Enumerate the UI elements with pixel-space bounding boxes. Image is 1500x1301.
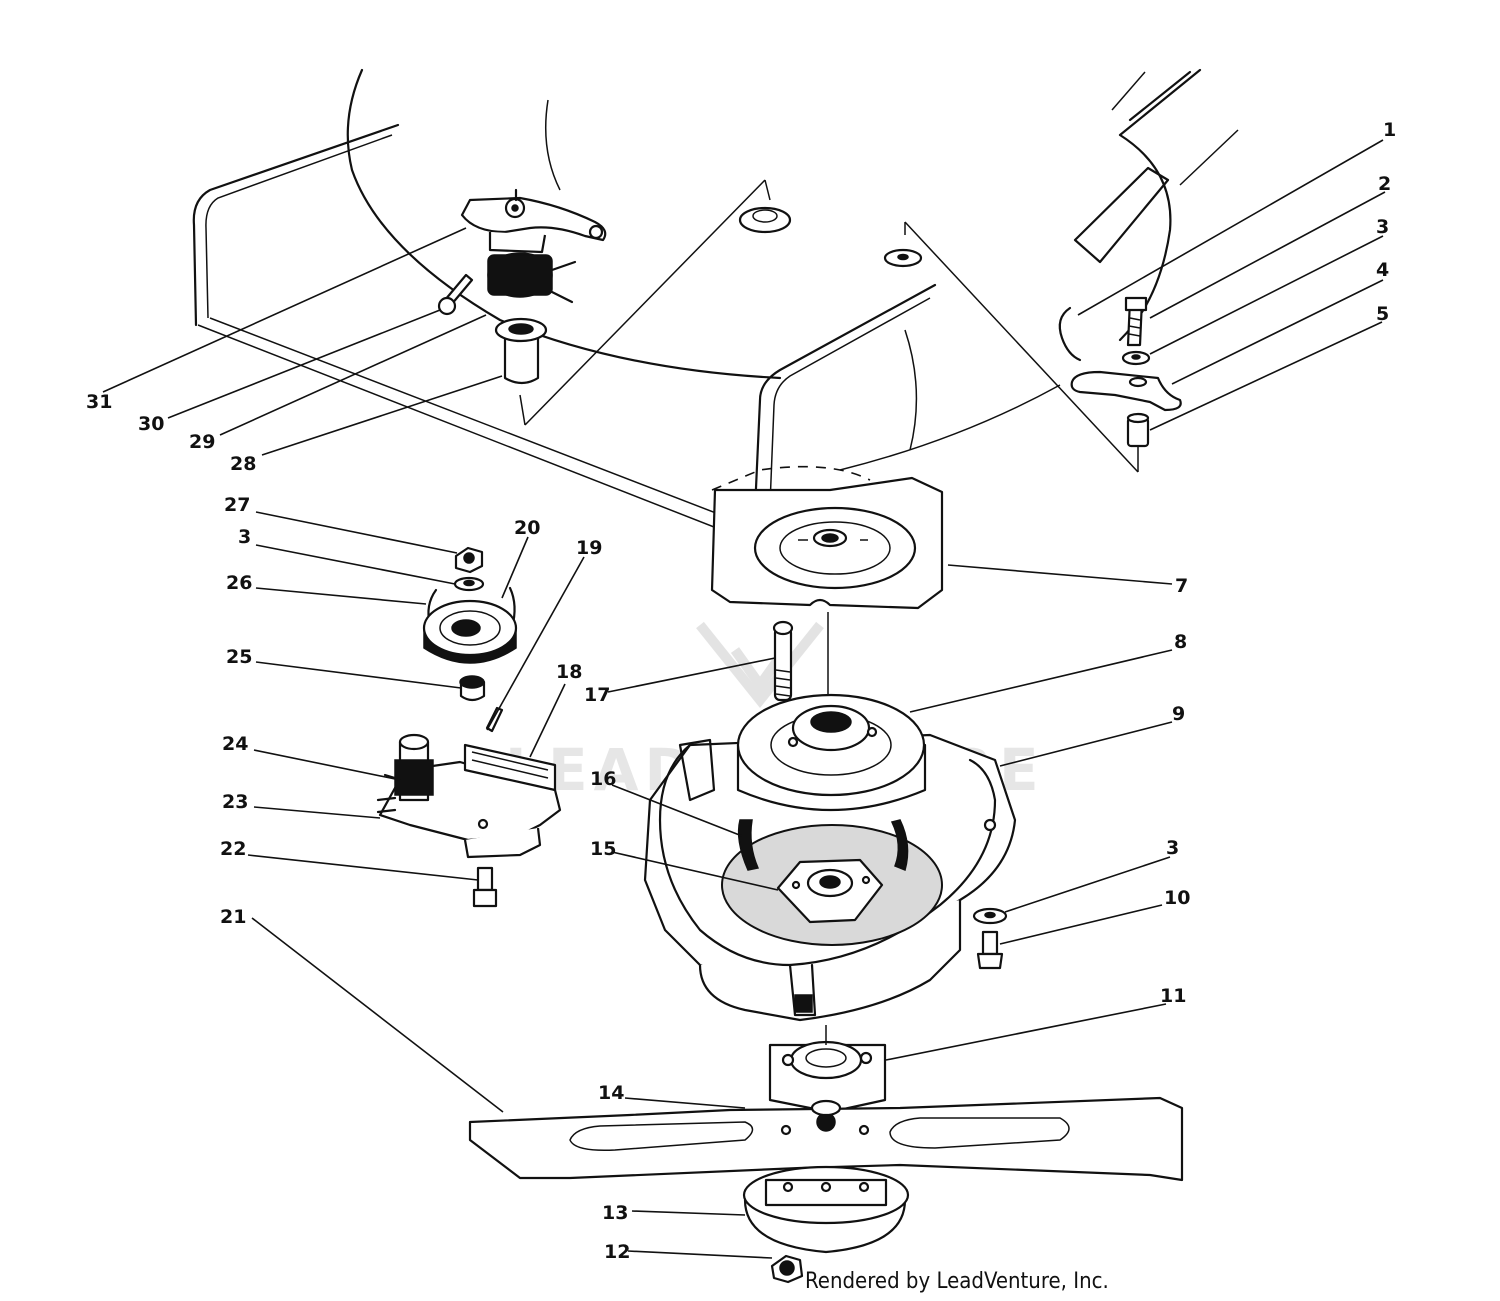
spring-29 [487, 252, 577, 304]
callout-31: 31 [86, 391, 112, 413]
callout-14: 14 [598, 1082, 624, 1104]
callout-13: 13 [602, 1202, 628, 1224]
callout-24: 24 [222, 733, 248, 755]
hub-11 [768, 1025, 887, 1114]
credit-text: Rendered by LeadVenture, Inc. [805, 1269, 1109, 1294]
callout-8: 8 [1174, 631, 1187, 653]
bolt-22 [472, 866, 498, 908]
callout-30: 30 [138, 413, 164, 435]
adapter-13 [742, 1165, 910, 1254]
callout-28: 28 [230, 453, 256, 475]
bearing-15 [776, 858, 884, 924]
bolt-2 [1124, 296, 1148, 347]
nut-27 [454, 546, 484, 574]
watermark-logo [696, 621, 824, 709]
deck-bushing [738, 206, 792, 234]
pin-17 [772, 612, 829, 702]
plate-7 [710, 465, 944, 610]
shield-18 [463, 743, 557, 792]
blade-21 [468, 1096, 1184, 1182]
callout-2: 2 [1378, 173, 1391, 195]
bushing-28 [494, 317, 548, 385]
washer-14 [810, 1099, 842, 1117]
washer-3-left [453, 576, 485, 592]
deck-washer [883, 248, 923, 268]
washer-3 [1121, 350, 1151, 366]
callout-3c: 3 [238, 526, 251, 548]
callout-17: 17 [584, 684, 610, 706]
callout-23: 23 [222, 791, 248, 813]
callout-18: 18 [556, 661, 582, 683]
deck-housing [192, 68, 1239, 546]
callout-29: 29 [189, 431, 215, 453]
clutch-8 [736, 693, 927, 812]
pulley-26 [422, 599, 518, 664]
washer-3-right [972, 907, 1008, 925]
bolt-19 [485, 706, 504, 733]
callout-15: 15 [590, 838, 616, 860]
callout-22: 22 [220, 838, 246, 860]
bolt-30 [437, 273, 474, 316]
callout-27: 27 [224, 494, 250, 516]
callout-3b: 3 [1166, 837, 1179, 859]
callout-3: 3 [1376, 216, 1389, 238]
callout-1: 1 [1383, 119, 1396, 141]
callout-11: 11 [1160, 985, 1186, 1007]
callout-20: 20 [514, 517, 540, 539]
spring-24 [383, 733, 434, 802]
spacer-5 [1126, 412, 1150, 448]
idler-arm-31 [460, 188, 607, 254]
callout-labels: 1 2 3 4 5 7 8 9 3 10 11 14 13 12 17 16 1… [86, 119, 1396, 1263]
leader-lines [102, 139, 1386, 1259]
nut-12 [770, 1254, 804, 1284]
callout-21: 21 [220, 906, 246, 928]
callout-5: 5 [1376, 303, 1389, 325]
ring-1 [1058, 306, 1082, 362]
callout-16: 16 [590, 768, 616, 790]
callout-26: 26 [226, 572, 252, 594]
callout-25: 25 [226, 646, 252, 668]
bolt-10 [976, 930, 1004, 970]
arm-4 [1070, 370, 1182, 412]
callout-4: 4 [1376, 259, 1389, 281]
bushing-25 [459, 675, 486, 702]
callout-12: 12 [604, 1241, 630, 1263]
callout-10: 10 [1164, 887, 1190, 909]
callout-7: 7 [1175, 575, 1188, 597]
callout-9: 9 [1172, 703, 1185, 725]
callout-19: 19 [576, 537, 602, 559]
